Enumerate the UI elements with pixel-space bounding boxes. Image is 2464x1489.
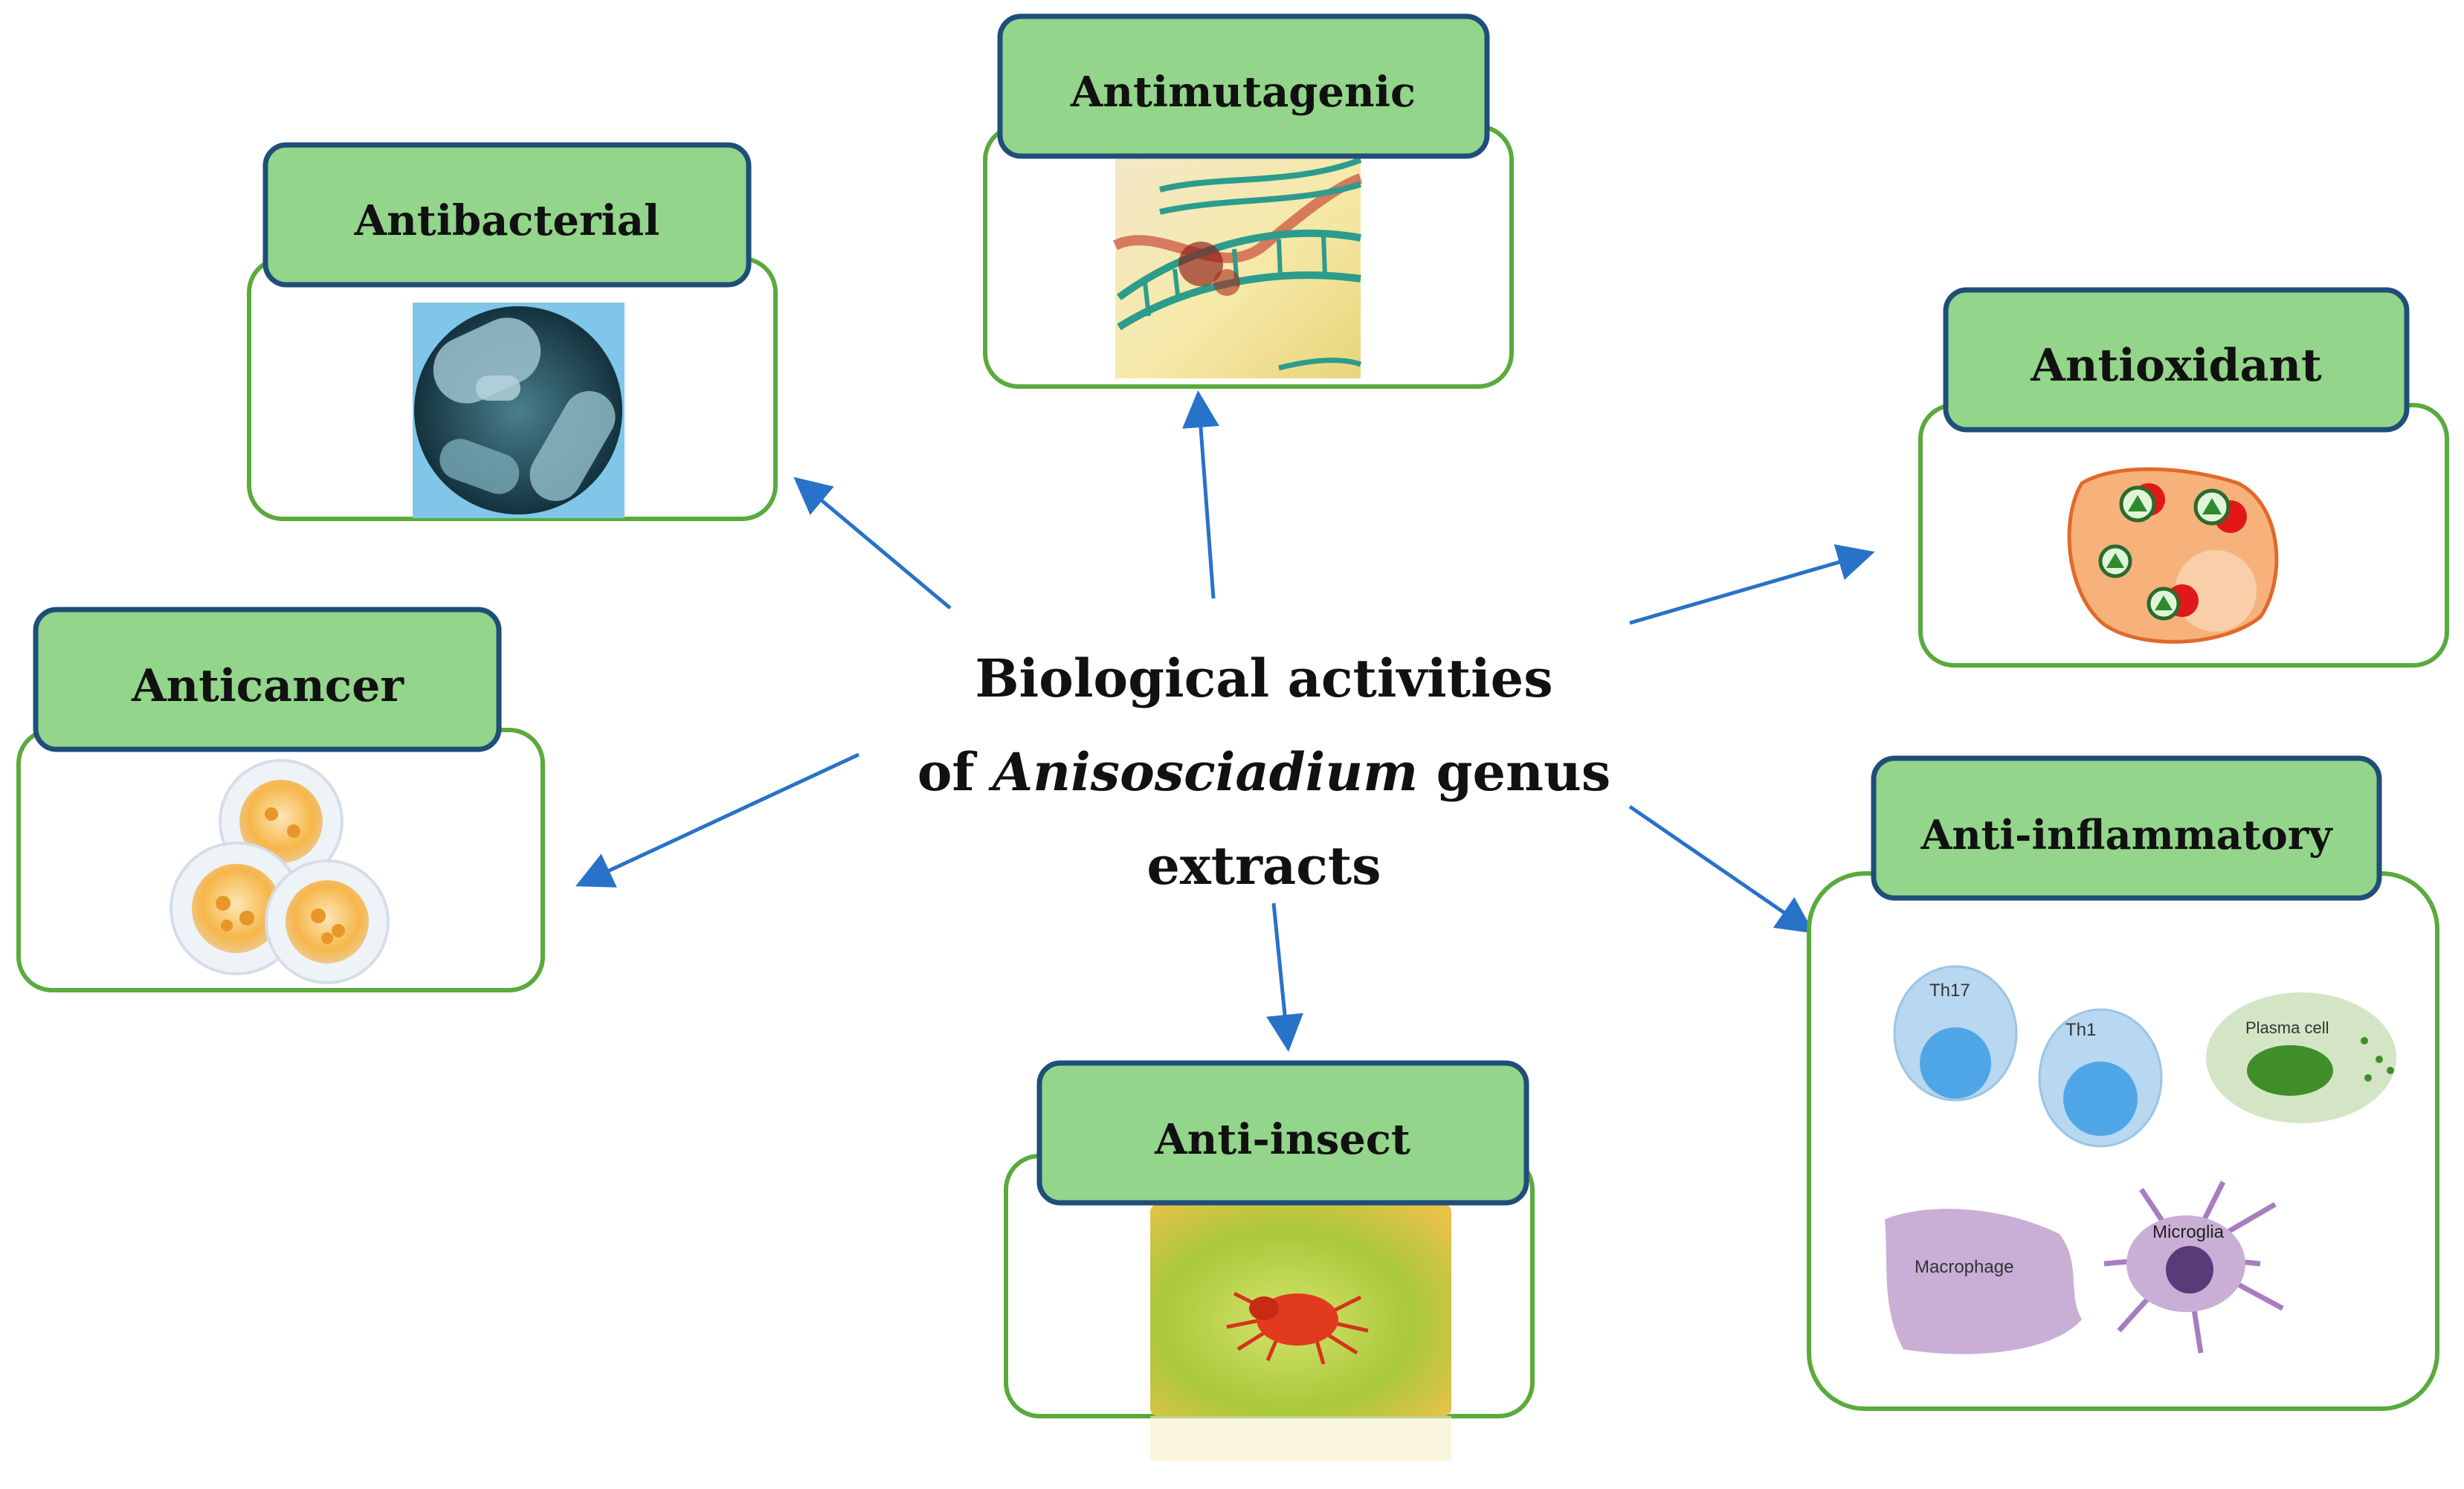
panel-antimutagenic: Antimutagenic xyxy=(983,13,1514,389)
label-antimutagenic: Antimutagenic xyxy=(1070,68,1416,117)
label-th1: Th1 xyxy=(2065,1020,2096,1040)
panel-anti-insect: Anti-insect xyxy=(1004,1060,1535,1461)
arrow-to-anticancer xyxy=(575,752,860,888)
dna-damage-icon xyxy=(1112,145,1363,378)
label-microglia: Microglia xyxy=(2152,1222,2225,1242)
bacteria-icon xyxy=(413,303,625,518)
label-antibacterial: Antibacterial xyxy=(354,196,660,245)
mite-icon xyxy=(1150,1204,1451,1461)
label-th17: Th17 xyxy=(1929,981,1970,1001)
panel-antibacterial: Antibacterial xyxy=(247,142,778,521)
arrows xyxy=(575,390,1875,1052)
arrow-to-antioxidant xyxy=(1629,544,1875,625)
arrow-to-antibacterial xyxy=(793,477,952,610)
immune-cells-icon: Th17 Th1 Plasma cell Macrophage Microgli… xyxy=(1885,965,2396,1354)
header-box xyxy=(1036,1060,1529,1206)
label-antioxidant: Antioxidant xyxy=(2030,340,2322,392)
central-topic: Biological activities of Anisosciadium g… xyxy=(877,632,1651,913)
panel-anticancer: Anticancer xyxy=(16,607,545,992)
cancer-cells-icon xyxy=(170,759,390,984)
header-box xyxy=(1871,755,2382,901)
label-anticancer: Anticancer xyxy=(131,660,404,712)
header-box xyxy=(33,607,502,752)
panel-antioxidant: Antioxidant xyxy=(1918,287,2449,668)
label-anti-insect: Anti-insect xyxy=(1154,1115,1410,1164)
panel-anti-inflammatory: Th17 Th1 Plasma cell Macrophage Microgli… xyxy=(1807,755,2439,1411)
arrow-to-anti-insect xyxy=(1266,902,1303,1052)
central-topic-line3: extracts xyxy=(1146,835,1381,897)
antioxidant-cell-icon xyxy=(2067,467,2279,644)
arrow-to-anti-inflammatory xyxy=(1628,804,1815,934)
central-topic-line2: of Anisosciadium genus xyxy=(917,741,1611,803)
arrow-to-antimutagenic xyxy=(1182,390,1219,599)
header-box xyxy=(1943,287,2410,433)
label-anti-inflammatory: Anti-inflammatory xyxy=(1920,811,2333,859)
header-box xyxy=(262,142,752,288)
label-plasma-cell: Plasma cell xyxy=(2245,1018,2329,1037)
header-box xyxy=(997,13,1490,159)
central-topic-line1: Biological activities xyxy=(975,647,1553,709)
label-macrophage: Macrophage xyxy=(1915,1257,2013,1277)
genus-name: Anisosciadium xyxy=(992,741,1419,803)
